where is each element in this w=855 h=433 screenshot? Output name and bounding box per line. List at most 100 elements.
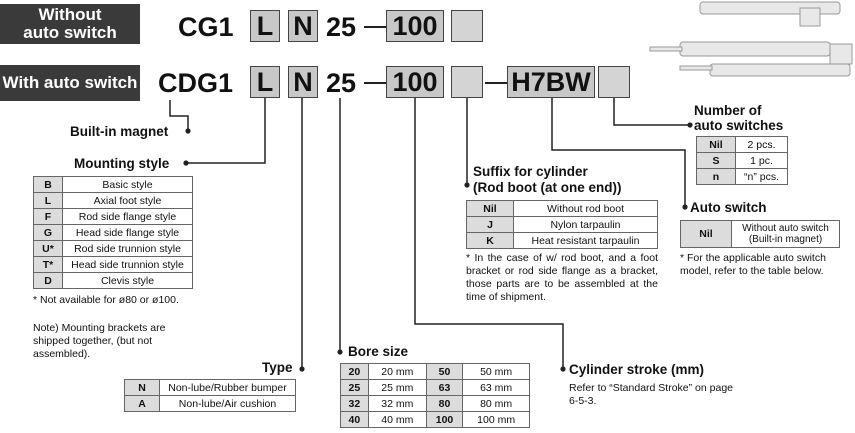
dash-3 — [485, 82, 507, 84]
code-cell: 25 — [340, 379, 369, 396]
desc-cell: Head side flange style — [62, 224, 193, 241]
code-cell: G — [33, 224, 63, 241]
desc-cell: Non-lube/Air cushion — [159, 395, 296, 412]
code-cell: F — [33, 208, 63, 225]
code-cell: B — [33, 176, 63, 193]
dash-2 — [364, 82, 386, 84]
switch-count-title-1: Number of — [694, 103, 762, 118]
desc-cell: 63 mm — [462, 379, 530, 396]
code-cell: 80 — [425, 395, 464, 412]
stroke-box-2: 100 — [386, 66, 444, 98]
suffix-box-1 — [451, 10, 483, 42]
desc-cell: Clevis style — [62, 272, 193, 289]
cylinder-stroke-note: Refer to “Standard Stroke” on page 6-5-3… — [569, 382, 734, 407]
cylinder-illustration — [649, 1, 853, 77]
desc-cell: 25 mm — [367, 379, 427, 396]
desc-cell: Rod side trunnion style — [62, 240, 193, 257]
dash-1 — [364, 26, 386, 28]
code-cell: Nil — [680, 220, 732, 248]
auto-switch-note: * For the applicable auto switch model, … — [680, 252, 826, 277]
desc-cell: Heat resistant tarpaulin — [513, 232, 658, 249]
stroke-box-1: 100 — [386, 10, 444, 42]
code-cell: L — [33, 192, 63, 209]
desc-cell: 2 pcs. — [735, 136, 788, 153]
code-cell: n — [696, 168, 736, 185]
mount-box-1: L — [250, 10, 280, 42]
switch-count-box — [598, 66, 630, 98]
without-auto-switch-label: Without auto switch — [0, 4, 140, 44]
code-cell: J — [466, 216, 514, 233]
desc-cell: Nylon tarpaulin — [513, 216, 658, 233]
code-cell: S — [696, 152, 736, 169]
type-title: Type — [262, 360, 293, 375]
code-cell: 20 — [340, 363, 369, 380]
desc-cell: Axial foot style — [62, 192, 193, 209]
suffix-title-2: (Rod boot (at one end)) — [473, 180, 622, 195]
suffix-box-2 — [451, 66, 483, 98]
table-row: n“n” pcs. — [696, 168, 788, 185]
code-cell: U* — [33, 240, 63, 257]
code-cell: T* — [33, 256, 63, 273]
table-row: U*Rod side trunnion style — [33, 240, 193, 257]
code-cell: 32 — [340, 395, 369, 412]
code-cell: A — [124, 395, 160, 412]
series-code-cg1: CG1 — [178, 12, 234, 42]
code-cell: K — [466, 232, 514, 249]
table-row: T*Head side trunnion style — [33, 256, 193, 273]
code-cell: N — [124, 379, 160, 396]
desc-cell: 80 mm — [462, 395, 530, 412]
desc-cell: Rod side flange style — [62, 208, 193, 225]
code-cell: 100 — [425, 411, 464, 428]
mount-box-2: L — [250, 66, 280, 98]
desc-cell: 100 mm — [462, 411, 530, 428]
switch-box: H7BW — [507, 66, 595, 98]
series-code-cdg1: CDG1 — [158, 68, 234, 98]
desc-cell: 20 mm — [367, 363, 427, 380]
desc-cell: 32 mm — [367, 395, 427, 412]
code-cell: Nil — [466, 200, 514, 217]
cylinder-stroke-title: Cylinder stroke (mm) — [569, 362, 705, 377]
code-cell: D — [33, 272, 63, 289]
desc-cell: 1 pc. — [735, 152, 788, 169]
mounting-style-title: Mounting style — [74, 156, 170, 171]
mounting-note-2: Note) Mounting brackets are shipped toge… — [33, 322, 166, 360]
builtin-magnet-title: Built-in magnet — [70, 124, 169, 139]
with-auto-switch-label: With auto switch — [0, 65, 140, 101]
code-cell: 40 — [340, 411, 369, 428]
bore-size-title: Bore size — [348, 344, 409, 359]
suffix-title-1: Suffix for cylinder — [473, 164, 588, 179]
code-cell: 50 — [425, 363, 464, 380]
auto-switch-title: Auto switch — [690, 200, 767, 215]
desc-cell: Without rod boot — [513, 200, 658, 217]
bore-code-1: 25 — [326, 12, 357, 42]
desc-cell: Head side trunnion style — [62, 256, 193, 273]
desc-cell: Non-lube/Rubber bumper — [159, 379, 296, 396]
code-cell: 63 — [425, 379, 464, 396]
lube-box-1: N — [288, 10, 318, 42]
mounting-note-1: * Not available for ø80 or ø100. — [33, 294, 179, 306]
desc-cell: Basic style — [62, 176, 193, 193]
lube-box-2: N — [288, 66, 318, 98]
desc-cell: Without auto switch (Built-in magnet) — [731, 220, 840, 248]
desc-cell: “n” pcs. — [735, 168, 788, 185]
